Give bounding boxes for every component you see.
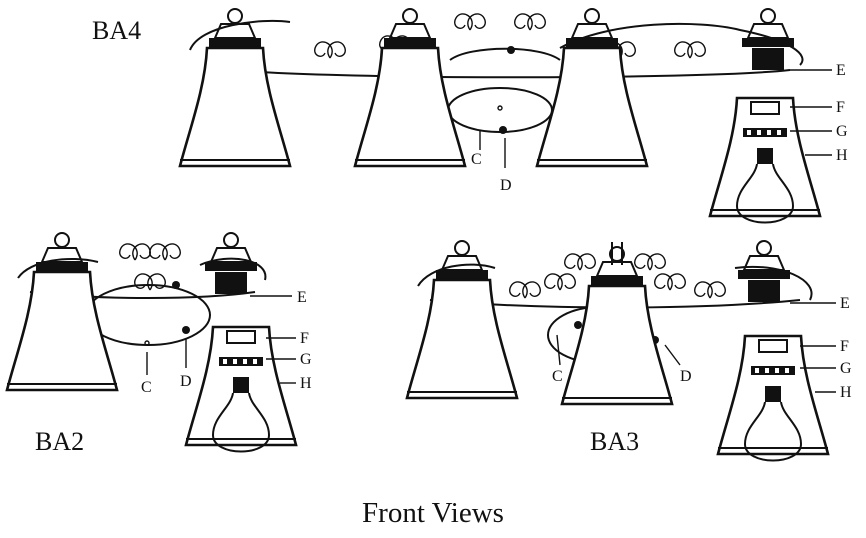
callout-e-ba4: E xyxy=(836,62,846,79)
diagram-caption: Front Views xyxy=(362,497,504,529)
model-label-ba3: BA3 xyxy=(590,427,639,456)
model-label-ba2: BA2 xyxy=(35,427,84,456)
callout-e-ba3: E xyxy=(840,295,850,312)
callout-c-ba2: C xyxy=(141,379,152,396)
callout-d-ba4: D xyxy=(500,177,512,194)
callout-f-ba4: F xyxy=(836,99,845,116)
callout-c-ba3: C xyxy=(552,368,563,385)
ba3-fixture xyxy=(405,240,830,462)
callout-d-ba2: D xyxy=(180,373,192,390)
callout-f-ba2: F xyxy=(300,330,309,347)
callout-h-ba4: H xyxy=(836,147,848,164)
callout-e-ba2: E xyxy=(297,289,307,306)
ba2-fixture xyxy=(5,232,298,453)
callout-c-ba4: C xyxy=(471,151,482,168)
callout-g-ba4: G xyxy=(836,123,848,140)
callout-f-ba3: F xyxy=(840,338,849,355)
callout-h-ba3: H xyxy=(840,384,852,401)
callout-h-ba2: H xyxy=(300,375,312,392)
ba4-fixture xyxy=(178,8,822,224)
model-label-ba4: BA4 xyxy=(92,16,141,45)
callout-g-ba3: G xyxy=(840,360,852,377)
callout-g-ba2: G xyxy=(300,351,312,368)
callout-d-ba3: D xyxy=(680,368,692,385)
